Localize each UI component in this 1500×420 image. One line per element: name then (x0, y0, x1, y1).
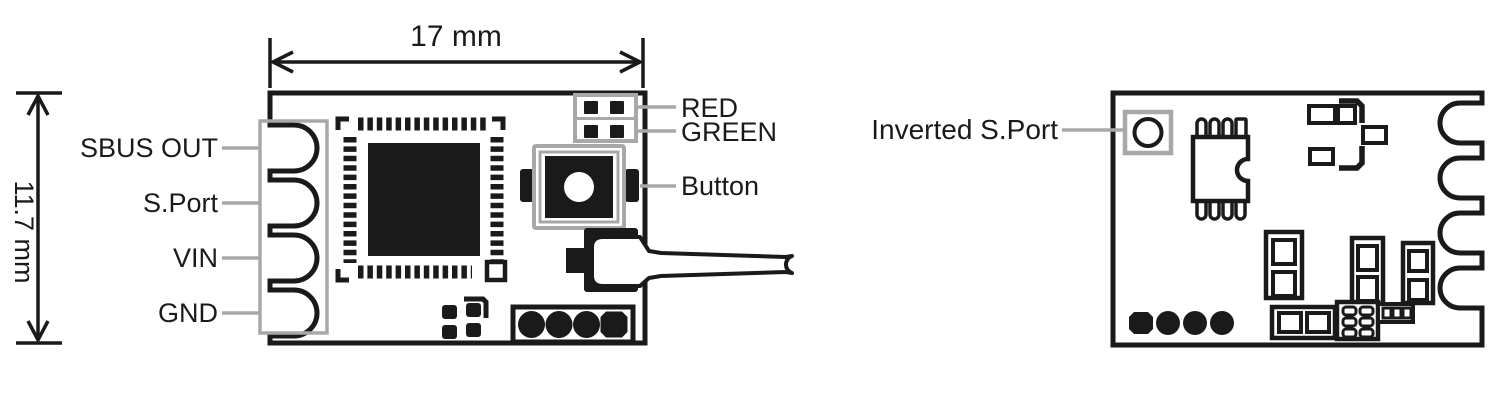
silkscreen-rect (1307, 104, 1337, 125)
corner-mark (1339, 98, 1365, 123)
small-pad (1358, 305, 1375, 317)
inverted-sport-pad (1122, 109, 1174, 156)
button-inner-frame (538, 150, 620, 224)
capacitor-pad (1271, 270, 1297, 298)
silkscreen-marks (1307, 98, 1388, 171)
red-led (584, 101, 598, 114)
height-dimension-label: 11.7 mm (9, 180, 39, 284)
arrowhead-right (619, 50, 644, 74)
antenna (566, 228, 794, 292)
width-dimension-label: 17 mm (410, 20, 502, 53)
small-pad (1358, 316, 1375, 328)
small-pad (1341, 316, 1358, 328)
soic-chip (1190, 117, 1251, 221)
leader-lines (222, 105, 1125, 315)
pin1-marker (484, 259, 508, 283)
arrowhead-up (26, 92, 50, 116)
pad (466, 323, 481, 337)
push-button (520, 144, 639, 230)
servo-connector (510, 304, 636, 345)
corner-mark (335, 116, 349, 130)
pad (466, 303, 481, 317)
passive-components (1263, 229, 1436, 342)
pad-hole (1132, 117, 1164, 148)
right-module (1110, 90, 1485, 348)
pad (442, 325, 457, 339)
button-actuator (564, 172, 594, 202)
inverted-sport-label: Inverted S.Port (871, 114, 1058, 145)
qfn-body (368, 143, 480, 256)
solder-dots (1129, 311, 1234, 335)
small-pad (1341, 327, 1358, 339)
solder-dot (1210, 311, 1234, 335)
connector-hole (518, 311, 545, 338)
antenna-connector-tab (566, 248, 586, 273)
connector-hole (600, 311, 628, 338)
connector-hole (545, 311, 573, 338)
red-led (610, 101, 624, 114)
silkscreen-rect (1308, 147, 1335, 166)
capacitor-pad (1271, 238, 1297, 266)
pin-label-sbus-out: SBUS OUT (79, 133, 218, 163)
bottom-pads (442, 296, 489, 339)
pin-label-s-port: S.Port (142, 188, 218, 218)
green-led (584, 125, 598, 138)
left-module (258, 90, 794, 346)
button-tab-right (625, 169, 639, 202)
solder-dot (1129, 312, 1153, 334)
solder-dot (1183, 311, 1207, 335)
capacitor-pad (1407, 278, 1429, 302)
arrowhead-left (269, 50, 294, 74)
silkscreen-rect (1361, 125, 1388, 145)
led-indicator (573, 93, 638, 143)
chip-body (1190, 134, 1251, 204)
small-pad (1381, 306, 1393, 320)
pin-label-vin: VIN (172, 243, 218, 273)
capacitor-pad (1407, 249, 1429, 273)
capacitor-pad (1356, 275, 1379, 303)
led-label-green: GREEN (681, 117, 778, 147)
capacitor-pad (1277, 311, 1303, 334)
connector-hole (573, 311, 600, 338)
height-dimension-arrow (16, 91, 62, 345)
pin-label-gnd: GND (158, 298, 218, 328)
small-pad (1358, 327, 1375, 339)
corner-mark (335, 269, 349, 283)
pad (442, 305, 457, 319)
arrowhead-down (26, 320, 50, 344)
antenna-cable (590, 235, 794, 288)
small-pad (1401, 306, 1413, 320)
width-dimension-arrow (268, 38, 645, 88)
qfn-chip (335, 116, 508, 283)
corner-mark (1339, 146, 1365, 171)
corner-mark (492, 116, 506, 130)
castellated-pads-frame (258, 119, 329, 335)
corner-mark (464, 296, 489, 318)
small-pad (1391, 306, 1403, 320)
button-label: Button (681, 171, 760, 201)
solder-dot (1156, 311, 1180, 335)
led-label-red: RED (681, 93, 739, 123)
capacitor-pad (1356, 244, 1379, 272)
button-tab-left (520, 169, 534, 202)
silkscreen-rect (1336, 104, 1357, 125)
small-pad (1341, 305, 1358, 317)
green-led (610, 125, 624, 138)
capacitor-pad (1305, 311, 1331, 334)
